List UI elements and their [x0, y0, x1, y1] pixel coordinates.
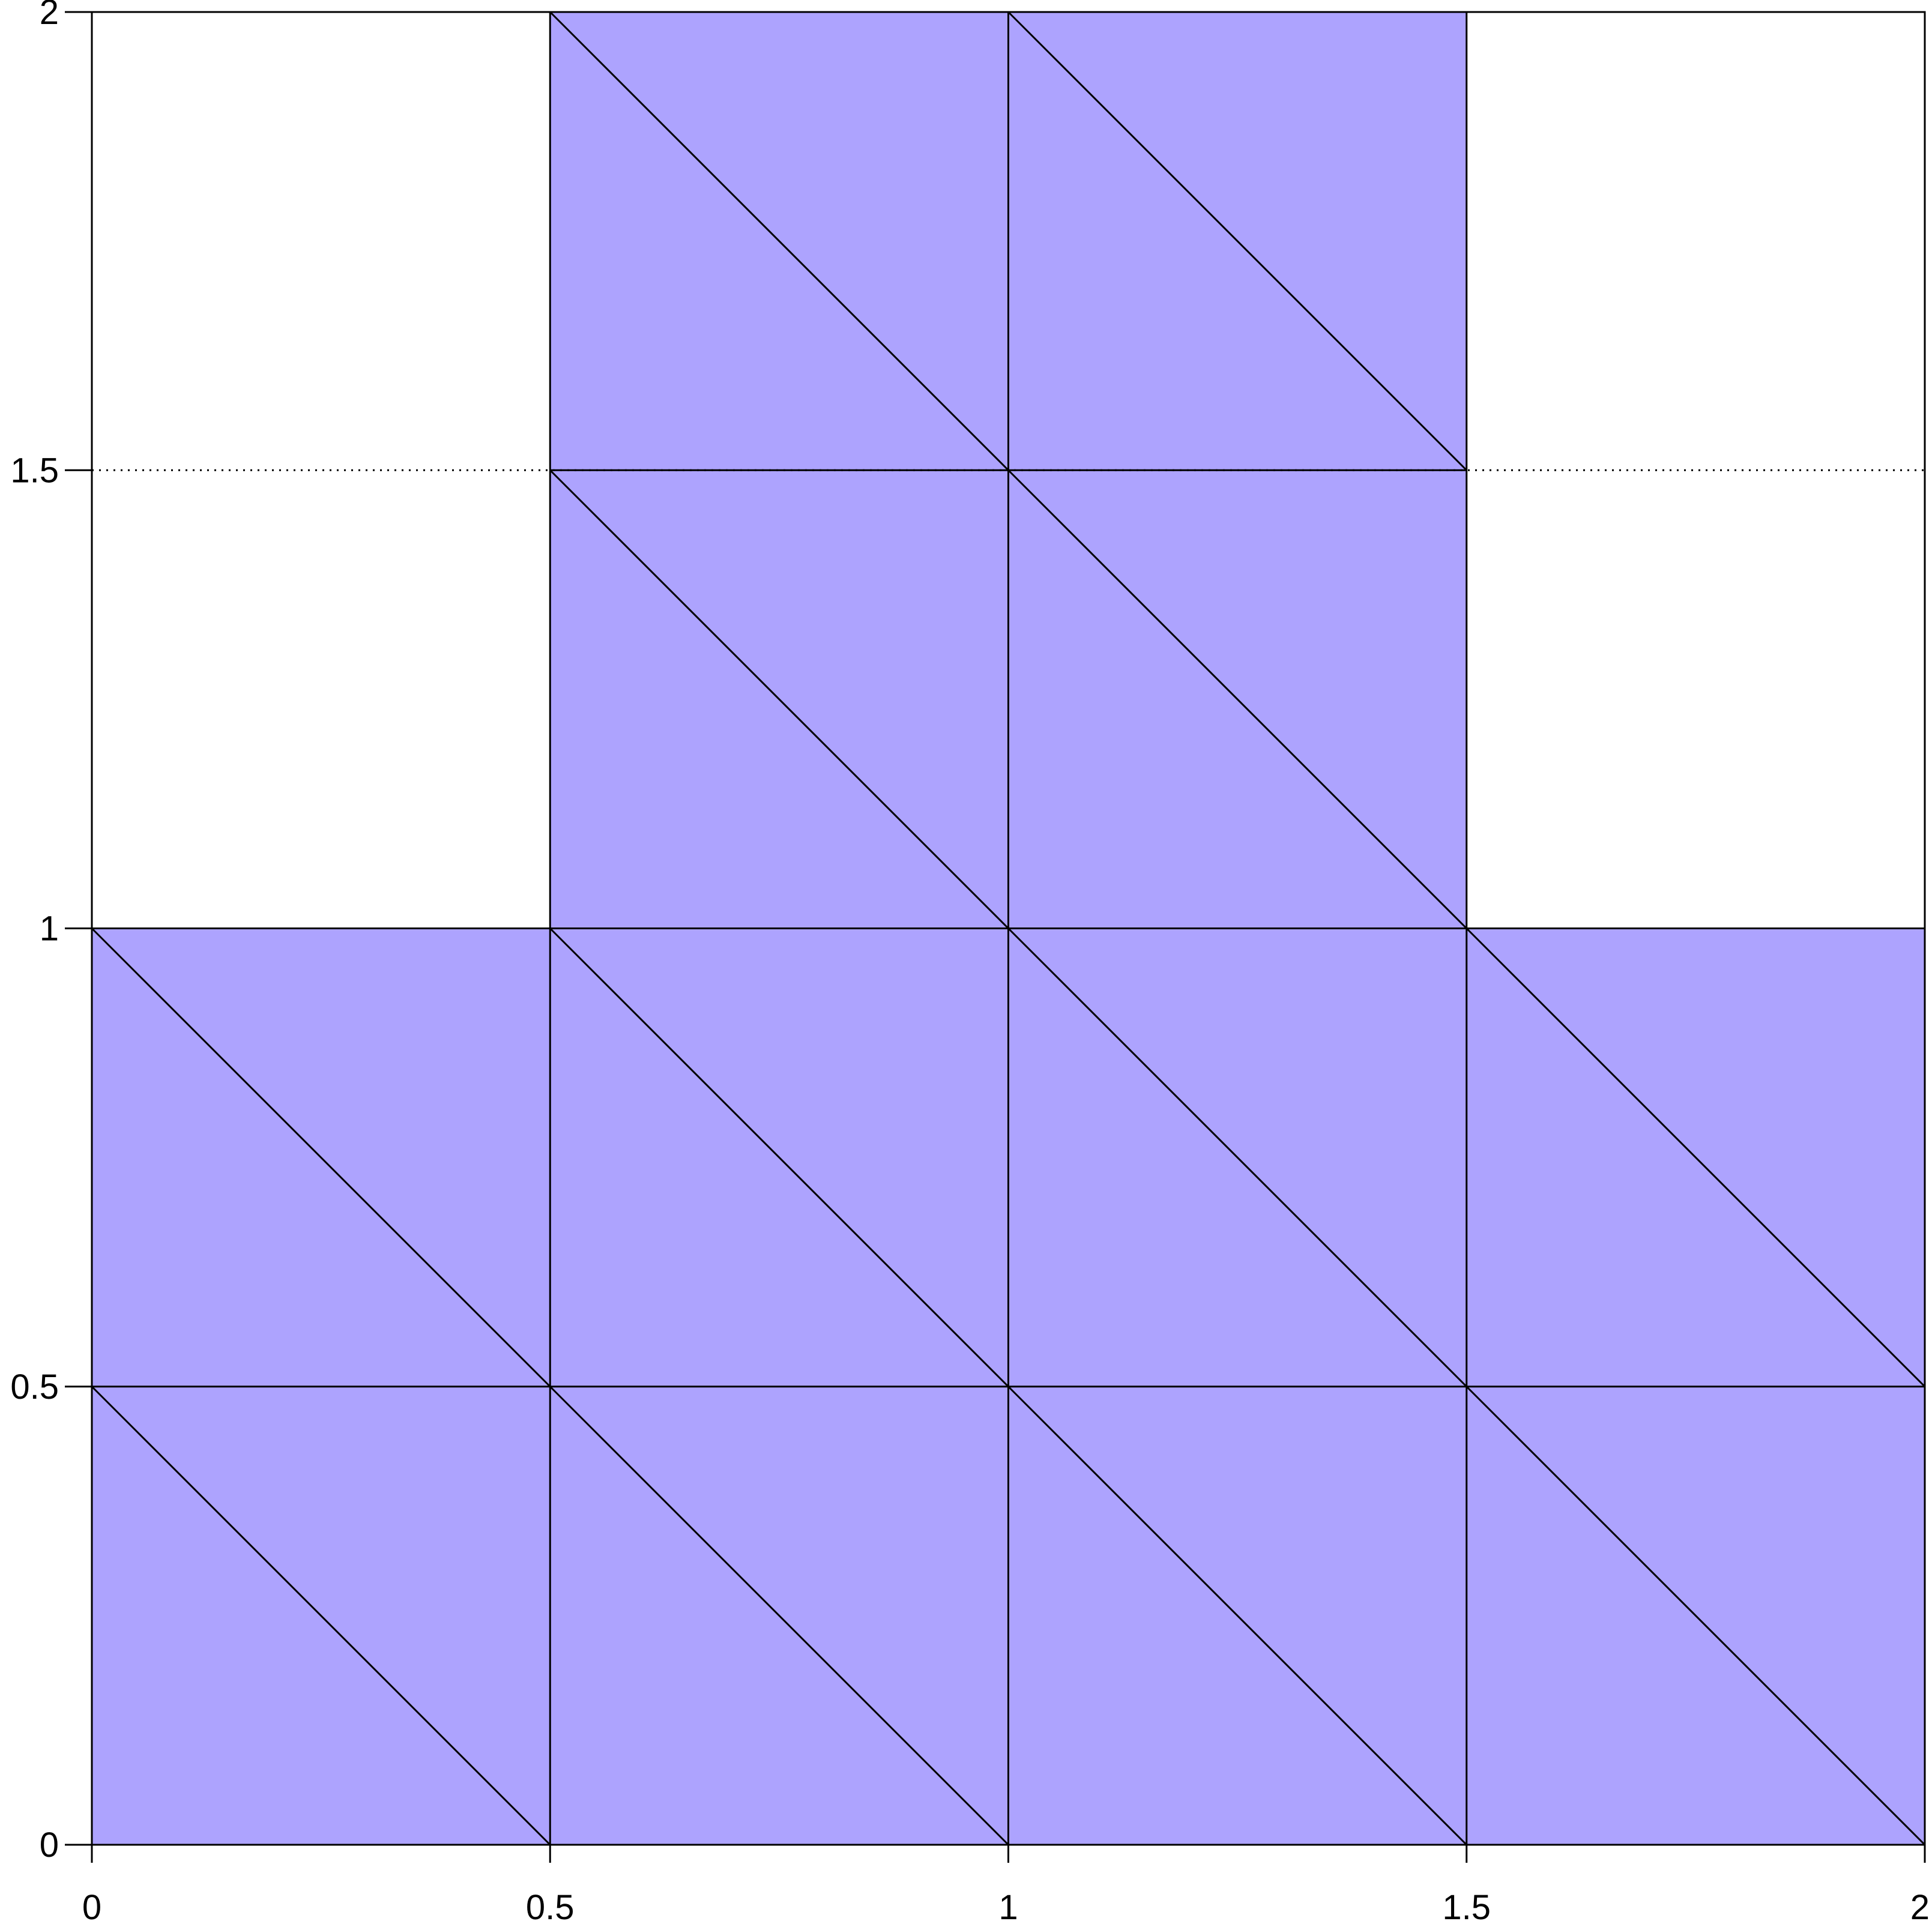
y-tick-label: 0.5: [10, 1368, 59, 1407]
x-tick-label: 1: [998, 1888, 1018, 1921]
mesh-edge: [549, 1386, 1009, 1846]
mesh-edge: [91, 927, 551, 1387]
axes: 0 0.5 1 1.5 2 0 0.5 1 1.5 2: [10, 0, 1930, 1921]
mesh-edge: [91, 1386, 551, 1846]
y-tick-label: 2: [40, 0, 59, 32]
mesh-edge: [549, 469, 1009, 929]
x-tick-label: 2: [1910, 1888, 1930, 1921]
y-tick-label: 1.5: [10, 451, 59, 490]
y-tick-label: 1: [40, 909, 59, 948]
mesh-edge: [1007, 11, 1467, 471]
x-tick-label: 0.5: [526, 1888, 575, 1921]
mesh-edge: [1007, 927, 1467, 1387]
mesh-edge: [1466, 927, 1926, 1387]
y-tick-label: 0: [40, 1826, 59, 1865]
mesh-edge: [1466, 1386, 1926, 1846]
x-tick-label: 0: [82, 1888, 101, 1921]
mesh-edge: [549, 927, 1009, 1387]
mesh-edge: [549, 11, 1009, 471]
mesh-edge: [1007, 469, 1467, 929]
x-tick-label: 1.5: [1442, 1888, 1491, 1921]
mesh-edge: [1007, 1386, 1467, 1846]
